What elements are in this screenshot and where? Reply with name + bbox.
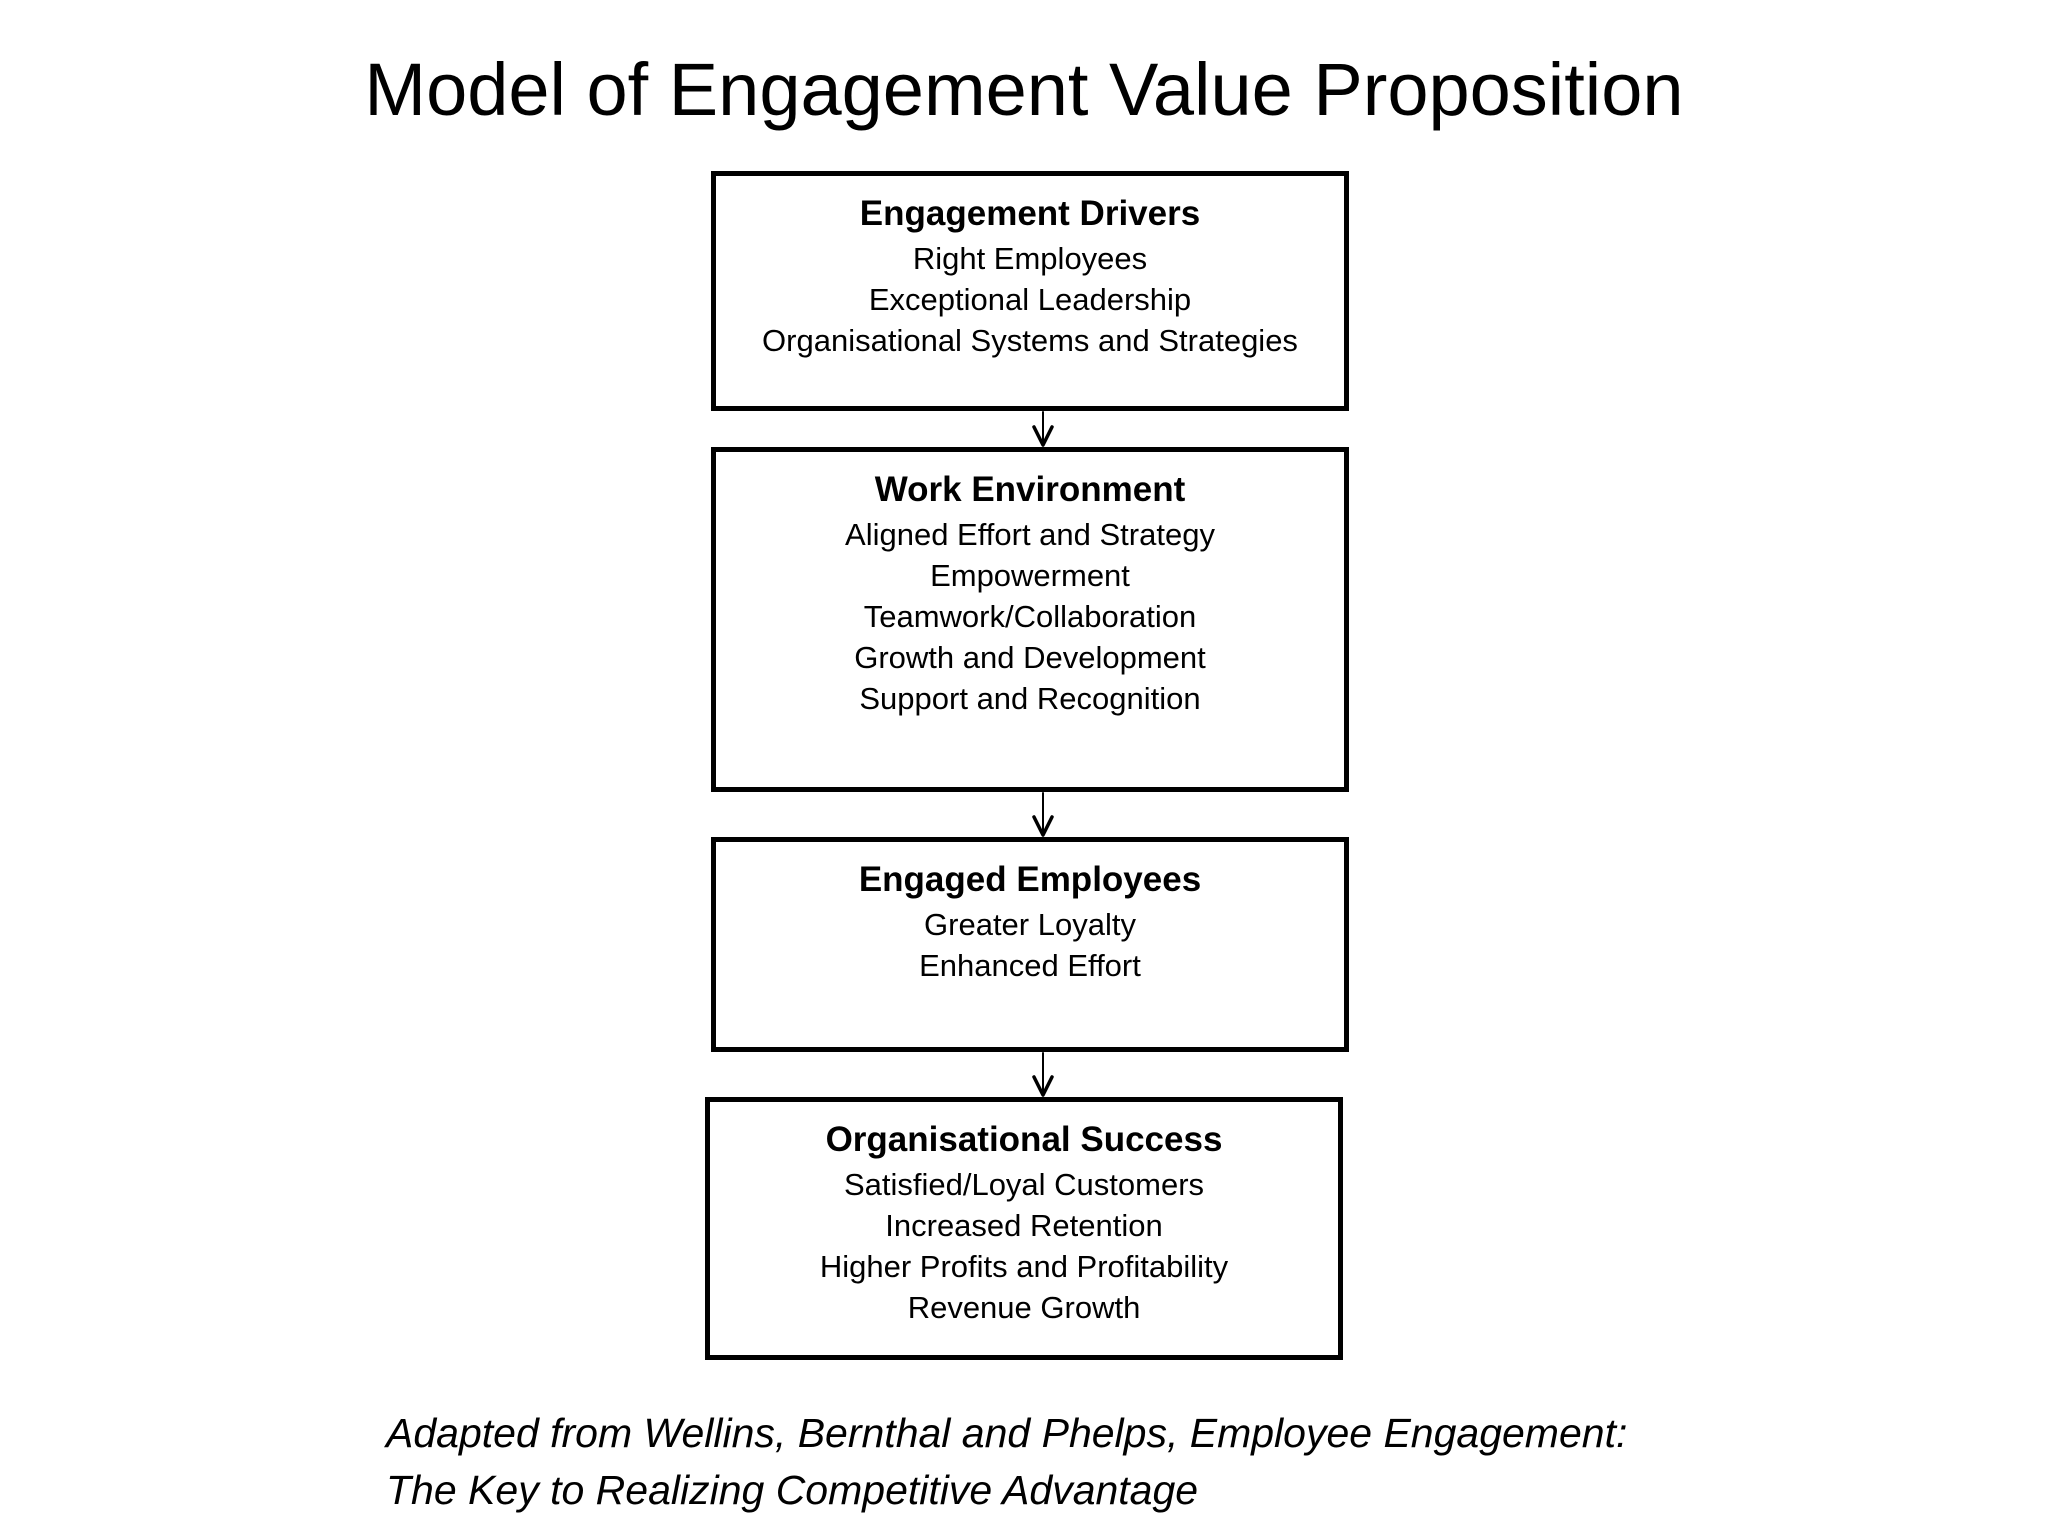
box-item: Right Employees <box>912 241 1148 276</box>
box-item: Increased Retention <box>885 1208 1163 1243</box>
box-item: Greater Loyalty <box>924 907 1136 942</box>
box-heading: Engagement Drivers <box>859 194 1201 233</box>
box-item: Growth and Development <box>854 640 1206 675</box>
box-item: Higher Profits and Profitability <box>819 1249 1229 1284</box>
box-heading: Work Environment <box>874 470 1186 509</box>
arrow-down-icon <box>1032 1052 1054 1097</box>
box-item: Exceptional Leadership <box>868 282 1192 317</box>
box-item: Teamwork/Collaboration <box>863 599 1197 634</box>
arrow-down-icon <box>1032 792 1054 837</box>
box-work-environment: Work Environment Aligned Effort and Stra… <box>711 447 1349 792</box>
box-heading: Organisational Success <box>825 1120 1223 1159</box>
source-citation: Adapted from Wellins, Bernthal and Phelp… <box>386 1405 1627 1519</box>
box-organisational-success: Organisational Success Satisfied/Loyal C… <box>705 1097 1343 1360</box>
box-engagement-drivers: Engagement Drivers Right Employees Excep… <box>711 171 1349 411</box>
box-heading: Engaged Employees <box>858 860 1202 899</box>
box-engaged-employees: Engaged Employees Greater Loyalty Enhanc… <box>711 837 1349 1052</box>
box-item: Aligned Effort and Strategy <box>845 517 1215 552</box>
box-item: Enhanced Effort <box>919 948 1141 983</box>
box-item: Support and Recognition <box>859 681 1201 716</box>
diagram-title: Model of Engagement Value Proposition <box>364 48 1684 131</box>
box-item: Organisational Systems and Strategies <box>762 323 1298 358</box>
box-item: Empowerment <box>930 558 1130 593</box>
citation-line: The Key to Realizing Competitive Advanta… <box>386 1467 1199 1513</box>
citation-line: Adapted from Wellins, Bernthal and Phelp… <box>386 1410 1628 1456</box>
arrow-down-icon <box>1032 411 1054 447</box>
box-item: Satisfied/Loyal Customers <box>843 1167 1205 1202</box>
box-item: Revenue Growth <box>907 1290 1141 1325</box>
